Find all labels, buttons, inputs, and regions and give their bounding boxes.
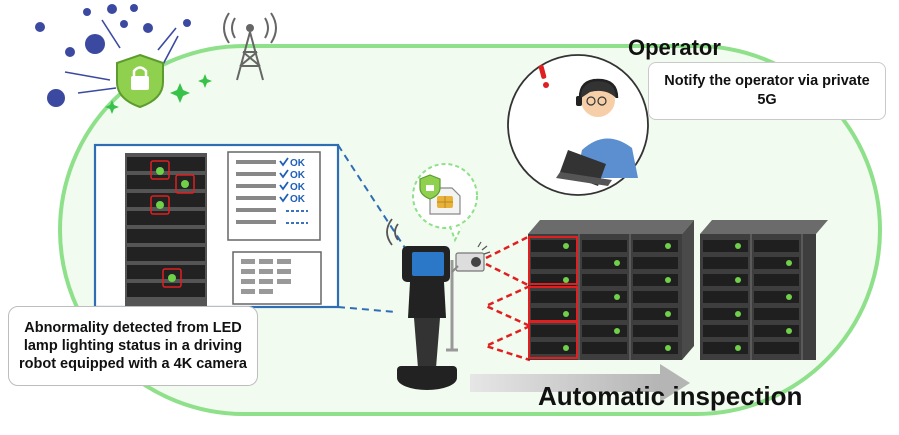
virus-icon <box>35 4 191 107</box>
server-rack-row-1 <box>528 220 694 360</box>
detail-panel: OK OK OK OK <box>93 143 406 313</box>
server-rack-row-2 <box>700 220 828 360</box>
check-ok-2: OK <box>290 170 306 181</box>
detail-server-rack <box>125 153 207 307</box>
automatic-inspection-title: Automatic inspection <box>538 381 803 411</box>
operator-title: Operator <box>628 35 721 60</box>
exclamation-icon <box>538 64 549 88</box>
camera-beams <box>482 234 531 362</box>
checklist-document: OK OK OK OK <box>227 151 321 241</box>
check-ok-3: OK <box>290 182 306 193</box>
wireless-signal-icon <box>386 218 399 246</box>
inspection-arrow <box>470 364 690 402</box>
shield-lock-icon <box>116 53 164 109</box>
shield-lock-icon <box>419 174 441 200</box>
operator-illustration <box>507 54 649 196</box>
inspection-robot <box>386 163 491 390</box>
check-ok-1: OK <box>290 158 306 169</box>
camera-icon <box>451 241 491 273</box>
notify-operator-callout: Notify the operator via private 5G <box>648 62 886 120</box>
check-ok-4: OK <box>290 194 306 205</box>
table-document <box>232 251 322 305</box>
security-cluster <box>35 4 212 114</box>
antenna-tower-icon <box>223 12 277 81</box>
abnormality-detection-callout: Abnormality detected from LED lamp light… <box>8 306 258 386</box>
